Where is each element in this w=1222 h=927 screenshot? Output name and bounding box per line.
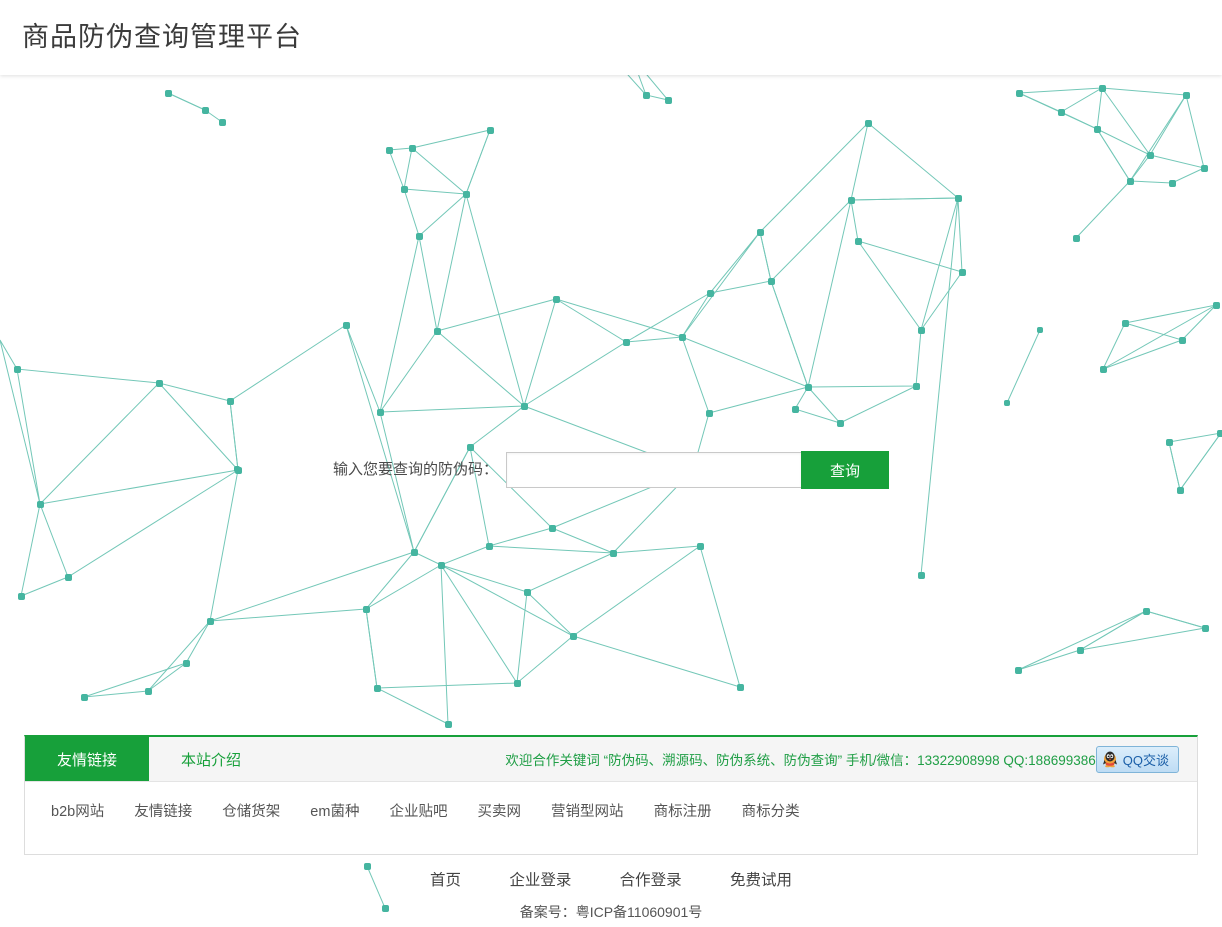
link-marketing-site[interactable]: 营销型网站	[551, 804, 624, 820]
footer-link-enterprise-login[interactable]: 企业登录	[509, 872, 572, 889]
qq-penguin-icon	[1102, 751, 1117, 768]
link-b2b[interactable]: b2b网站	[51, 804, 105, 820]
link-trade-net[interactable]: 买卖网	[477, 804, 522, 820]
footer-link-free-trial[interactable]: 免费试用	[729, 872, 792, 889]
panel-tabbar: 友情链接 本站介绍 欢迎合作关键词 “防伪码、溯源码、防伪系统、防伪查询” 手机…	[25, 737, 1197, 782]
footer-icp: 备案号：粤ICP备11060901号	[519, 904, 703, 920]
qq-chat-button[interactable]: QQ交谈	[1095, 745, 1179, 773]
link-enterprise-tieba[interactable]: 企业贴吧	[389, 804, 448, 820]
qq-chat-label: QQ交谈	[1122, 752, 1169, 768]
search-label: 输入您要查询的防伪码：	[332, 461, 498, 478]
marquee-text: 欢迎合作关键词 “防伪码、溯源码、防伪系统、防伪查询” 手机/微信：133229…	[505, 753, 1096, 768]
search-button[interactable]: 查询	[801, 451, 889, 489]
link-em-strain[interactable]: em菌种	[310, 804, 360, 820]
link-friendly[interactable]: 友情链接	[134, 804, 193, 820]
search-input[interactable]	[506, 452, 801, 488]
tab-site-intro[interactable]: 本站介绍	[180, 751, 241, 769]
footer-link-partner-login[interactable]: 合作登录	[619, 872, 682, 889]
bottom-panel: 友情链接 本站介绍 欢迎合作关键词 “防伪码、溯源码、防伪系统、防伪查询” 手机…	[24, 735, 1198, 855]
site-header: 商品防伪查询管理平台	[0, 0, 1222, 75]
marquee-banner: 欢迎合作关键词 “防伪码、溯源码、防伪系统、防伪查询” 手机/微信：133229…	[273, 737, 1197, 781]
link-storage-rack[interactable]: 仓储货架	[222, 804, 281, 820]
page-title: 商品防伪查询管理平台	[22, 22, 302, 52]
footer-nav: 首页 企业登录 合作登录 免费试用	[0, 868, 1222, 890]
link-trademark-category[interactable]: 商标分类	[741, 804, 800, 820]
tab-friendly-links[interactable]: 友情链接	[25, 737, 149, 781]
search-row: 输入您要查询的防伪码： 查询	[0, 450, 1222, 490]
footer-link-home[interactable]: 首页	[430, 872, 462, 889]
link-trademark-registration[interactable]: 商标注册	[653, 804, 712, 820]
friendly-links-list: b2b网站 友情链接 仓储货架 em菌种 企业贴吧 买卖网 营销型网站 商标注册…	[25, 782, 1197, 821]
